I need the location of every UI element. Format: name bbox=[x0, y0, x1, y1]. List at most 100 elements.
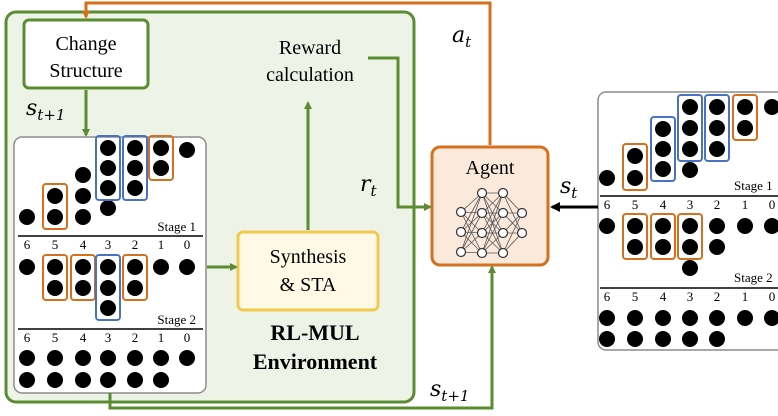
partial-product-dot bbox=[655, 161, 671, 177]
nn-edge bbox=[502, 212, 523, 254]
partial-product-dot bbox=[47, 188, 63, 204]
partial-product-dot bbox=[682, 162, 698, 178]
bit-index-label: 2 bbox=[714, 289, 721, 304]
label-s-next-bottom: st+1 bbox=[430, 377, 469, 405]
partial-product-dot bbox=[599, 310, 615, 326]
partial-product-dot bbox=[655, 141, 671, 157]
bit-index-label: 1 bbox=[742, 289, 749, 304]
environment-line2: Environment bbox=[253, 349, 378, 374]
partial-product-dot bbox=[47, 209, 63, 225]
bit-index-label: 4 bbox=[660, 289, 667, 304]
left-stage2-label: Stage 2 bbox=[157, 312, 196, 327]
compressor-box bbox=[677, 94, 703, 162]
partial-product-dot bbox=[153, 372, 169, 388]
full-adder-box bbox=[622, 213, 648, 260]
partial-product-dot bbox=[179, 350, 195, 366]
compressor-box bbox=[95, 254, 121, 321]
partial-product-dot bbox=[100, 280, 116, 296]
full-adder-box bbox=[732, 94, 758, 141]
partial-product-dot bbox=[100, 200, 116, 216]
bit-index-label: 0 bbox=[184, 237, 191, 252]
partial-product-dot bbox=[153, 160, 169, 176]
partial-product-dot bbox=[127, 350, 143, 366]
partial-product-dot bbox=[737, 310, 753, 326]
partial-product-dot bbox=[682, 141, 698, 157]
nn-node bbox=[455, 226, 467, 238]
nn-edge bbox=[481, 192, 504, 234]
partial-product-dot bbox=[100, 140, 116, 156]
partial-product-dot bbox=[655, 218, 671, 234]
nn-node bbox=[497, 227, 509, 239]
agent-label: Agent bbox=[466, 157, 515, 179]
full-adder-box bbox=[148, 135, 174, 181]
bit-index-label: 3 bbox=[105, 237, 112, 252]
partial-product-dot bbox=[19, 350, 35, 366]
partial-product-dot bbox=[655, 331, 671, 347]
partial-product-dot bbox=[709, 141, 725, 157]
partial-product-dot bbox=[682, 120, 698, 136]
full-adder-box bbox=[677, 213, 703, 260]
bit-index-label: 6 bbox=[604, 197, 611, 212]
reward-line2: calculation bbox=[266, 64, 354, 86]
bit-index-label: 5 bbox=[52, 237, 59, 252]
partial-product-dot bbox=[179, 142, 195, 158]
bit-index-label: 2 bbox=[132, 330, 139, 345]
bit-index-label: 5 bbox=[52, 330, 59, 345]
nn-node bbox=[497, 247, 509, 259]
nn-node bbox=[476, 247, 488, 259]
partial-product-dot bbox=[100, 259, 116, 275]
partial-product-dot bbox=[764, 99, 778, 115]
partial-product-dot bbox=[153, 259, 169, 275]
bit-index-label: 4 bbox=[80, 330, 87, 345]
compressor-box bbox=[704, 94, 730, 162]
bit-index-label: 0 bbox=[769, 197, 776, 212]
partial-product-dot bbox=[19, 372, 35, 388]
partial-product-dot bbox=[737, 120, 753, 136]
partial-product-dot bbox=[709, 239, 725, 255]
change-structure-box bbox=[22, 18, 150, 90]
full-adder-box bbox=[42, 254, 68, 301]
change-structure-line2: Structure bbox=[49, 60, 122, 82]
partial-product-dot bbox=[737, 218, 753, 234]
bit-index-label: 3 bbox=[105, 330, 112, 345]
partial-product-dot bbox=[127, 140, 143, 156]
bit-index-label: 4 bbox=[80, 237, 87, 252]
partial-product-dot bbox=[599, 331, 615, 347]
bit-index-label: 5 bbox=[632, 289, 639, 304]
nn-node bbox=[497, 187, 509, 199]
compressor-box bbox=[122, 135, 148, 201]
label-s-t: st bbox=[560, 174, 578, 202]
partial-product-dot bbox=[127, 180, 143, 196]
partial-product-dot bbox=[682, 310, 698, 326]
partial-product-dot bbox=[75, 350, 91, 366]
partial-product-dot bbox=[100, 350, 116, 366]
full-adder-box bbox=[650, 213, 676, 260]
label-r-t: rt bbox=[360, 172, 378, 200]
partial-product-dot bbox=[179, 259, 195, 275]
nn-node bbox=[497, 207, 509, 219]
bit-index-label: 3 bbox=[687, 289, 694, 304]
nn-node bbox=[476, 187, 488, 199]
nn-edge bbox=[460, 212, 483, 253]
nn-node bbox=[476, 227, 488, 239]
environment-line1: RL-MUL bbox=[270, 320, 359, 345]
partial-product-dot bbox=[682, 331, 698, 347]
partial-product-dot bbox=[75, 167, 91, 183]
partial-product-dot bbox=[19, 209, 35, 225]
nn-node bbox=[516, 207, 528, 219]
partial-product-dot bbox=[127, 280, 143, 296]
partial-product-dot bbox=[682, 260, 698, 276]
bit-index-label: 2 bbox=[714, 197, 721, 212]
partial-product-dot bbox=[627, 310, 643, 326]
nn-node bbox=[476, 207, 488, 219]
partial-product-dot bbox=[764, 310, 778, 326]
partial-product-dot bbox=[655, 310, 671, 326]
full-adder-box bbox=[122, 254, 148, 301]
partial-product-dot bbox=[153, 140, 169, 156]
partial-product-dot bbox=[709, 99, 725, 115]
nn-edge bbox=[481, 192, 504, 254]
reward-line1: Reward bbox=[279, 37, 341, 59]
partial-product-dot bbox=[709, 218, 725, 234]
